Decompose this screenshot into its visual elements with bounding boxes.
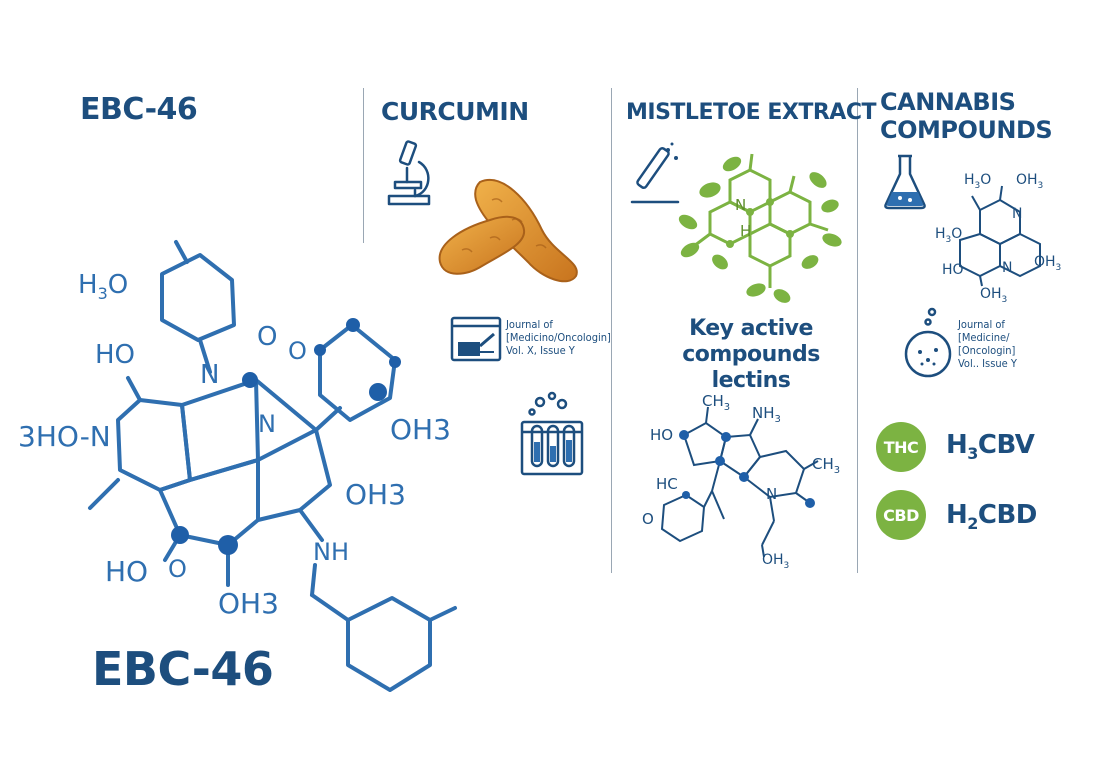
mistletoe-structure bbox=[660, 406, 819, 558]
divider-1 bbox=[363, 88, 364, 243]
cannabis-label-h3o-top: H3O bbox=[964, 172, 992, 191]
beaker-bubbles-icon bbox=[904, 307, 952, 378]
ebc46-label-oh3-mid: OH3 bbox=[345, 478, 406, 511]
ebc46-bottom-title: EBC-46 bbox=[92, 642, 274, 696]
cannabis-label-h3o-left: H3O bbox=[935, 226, 963, 245]
journal-icon bbox=[450, 316, 502, 362]
mistletoe-label-ch3-top: CH3 bbox=[702, 392, 731, 413]
ebc46-structure bbox=[88, 240, 457, 692]
cannabis-journal: Journal of [Medicine/ [Oncologin] Vol.. … bbox=[958, 318, 1017, 370]
cannabis-label-oh3-top: OH3 bbox=[1016, 172, 1044, 191]
flask-icon bbox=[884, 154, 926, 210]
mistletoe-label-oh3: OH3 bbox=[762, 552, 790, 571]
mistletoe-label-n: N bbox=[766, 485, 778, 503]
thc-badge: THC bbox=[876, 422, 926, 472]
turmeric-root-icon bbox=[438, 179, 578, 283]
ebc46-label-oh3-right: OH3 bbox=[390, 413, 451, 446]
ebc46-label-o-bottom: O bbox=[168, 555, 187, 583]
mistletoe-label-o: O bbox=[642, 510, 654, 528]
ebc46-label-nh: NH bbox=[313, 538, 349, 566]
mistletoe-label-hc: HC bbox=[656, 475, 678, 493]
mistletoe-label-nh3: NH3 bbox=[752, 404, 781, 425]
divider-3 bbox=[857, 88, 858, 573]
ebc46-label-ho-bottom: HO bbox=[105, 555, 149, 588]
microscope-icon bbox=[387, 140, 431, 206]
curcumin-title: CURCUMIN bbox=[381, 97, 529, 126]
ebc46-label-ho-top: HO bbox=[95, 340, 136, 370]
ebc46-label-n1: N bbox=[200, 360, 220, 390]
cbd-badge: CBD bbox=[876, 490, 926, 540]
cannabis-label-oh3-bottom: OH3 bbox=[980, 286, 1008, 305]
cannabis-label-oh3-right: OH3 bbox=[1034, 254, 1062, 273]
ebc46-label-oh3-bottom: OH3 bbox=[218, 587, 279, 620]
mistletoe-label-ho: HO bbox=[650, 426, 674, 444]
cannabis-label-n-top: N bbox=[1012, 206, 1023, 222]
ebc46-title: EBC-46 bbox=[80, 92, 198, 127]
test-tubes-icon bbox=[520, 391, 584, 476]
ebc46-label-h3o: H3O bbox=[78, 270, 129, 304]
cannabis-label-ho: HO bbox=[942, 262, 964, 278]
pipette-icon bbox=[630, 142, 680, 204]
cannabis-title: CANNABIS COMPOUNDS bbox=[880, 88, 1053, 144]
mistletoe-title: MISTLETOE EXTRACT bbox=[626, 100, 877, 125]
cannabis-label-n-bottom: N bbox=[1002, 260, 1013, 276]
mistletoe-key-text: Key active compounds lectins bbox=[682, 316, 820, 393]
ebc46-label-ho-n: 3HO-N bbox=[18, 420, 111, 453]
cannabis-structure bbox=[959, 185, 1041, 287]
ebc46-label-o-top: O bbox=[257, 322, 278, 352]
curcumin-journal: Journal of [Medicino/Oncologin] Vol. X, … bbox=[506, 318, 611, 357]
thc-formula: H3CBV bbox=[946, 430, 1035, 464]
divider-2 bbox=[611, 88, 612, 573]
ebc46-label-n2: N bbox=[258, 410, 276, 438]
mistletoe-label-ch3-right: CH3 bbox=[812, 455, 841, 476]
ebc46-label-o-right: O bbox=[288, 337, 307, 365]
cbd-formula: H2CBD bbox=[946, 500, 1037, 534]
mistletoe-leaf-molecule bbox=[678, 153, 842, 303]
mistletoe-leaf-label-h: H bbox=[740, 222, 752, 240]
mistletoe-leaf-label-n: N bbox=[735, 196, 747, 214]
